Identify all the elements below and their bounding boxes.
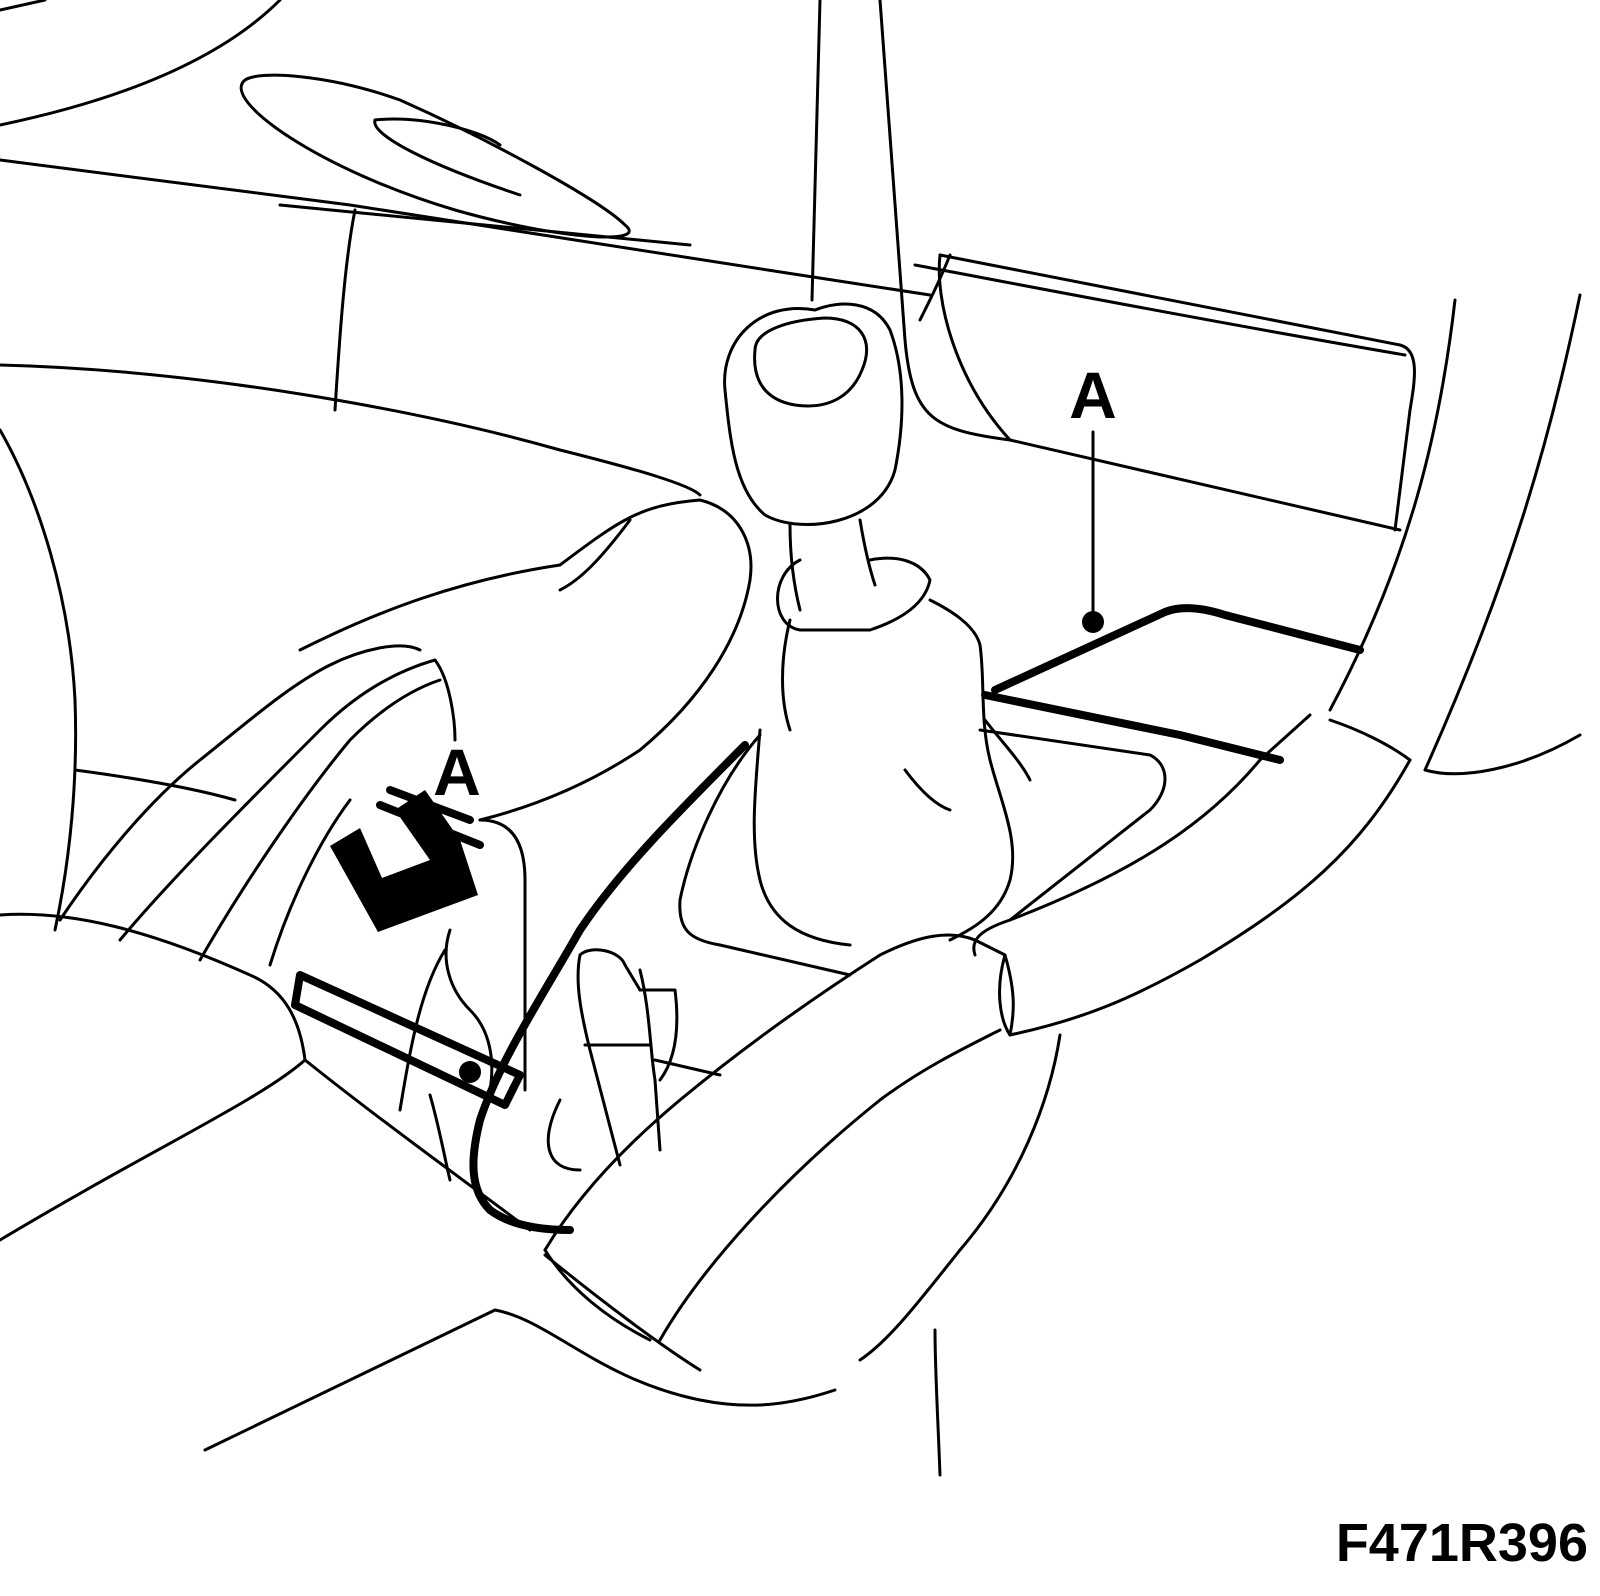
console-panel xyxy=(937,253,1582,776)
callout-label-a: A xyxy=(1069,358,1117,432)
left-seat xyxy=(0,428,753,1242)
center-pillar xyxy=(810,0,1402,532)
gear-boot xyxy=(752,556,1032,947)
callout-a-left: A xyxy=(433,735,481,809)
gear-knob xyxy=(723,302,904,612)
figure-id: F471R396 xyxy=(1335,1513,1588,1573)
handbrake-lever xyxy=(546,948,722,1172)
armrest xyxy=(543,713,1412,1362)
dashboard-outline xyxy=(0,0,1407,497)
callout-a-right: A xyxy=(1069,358,1117,633)
bracket xyxy=(291,818,527,1182)
arrow-icon xyxy=(330,786,484,932)
callout-label-a: A xyxy=(433,735,481,809)
callout-dot xyxy=(1082,611,1104,633)
floor-outline xyxy=(203,1253,942,1477)
